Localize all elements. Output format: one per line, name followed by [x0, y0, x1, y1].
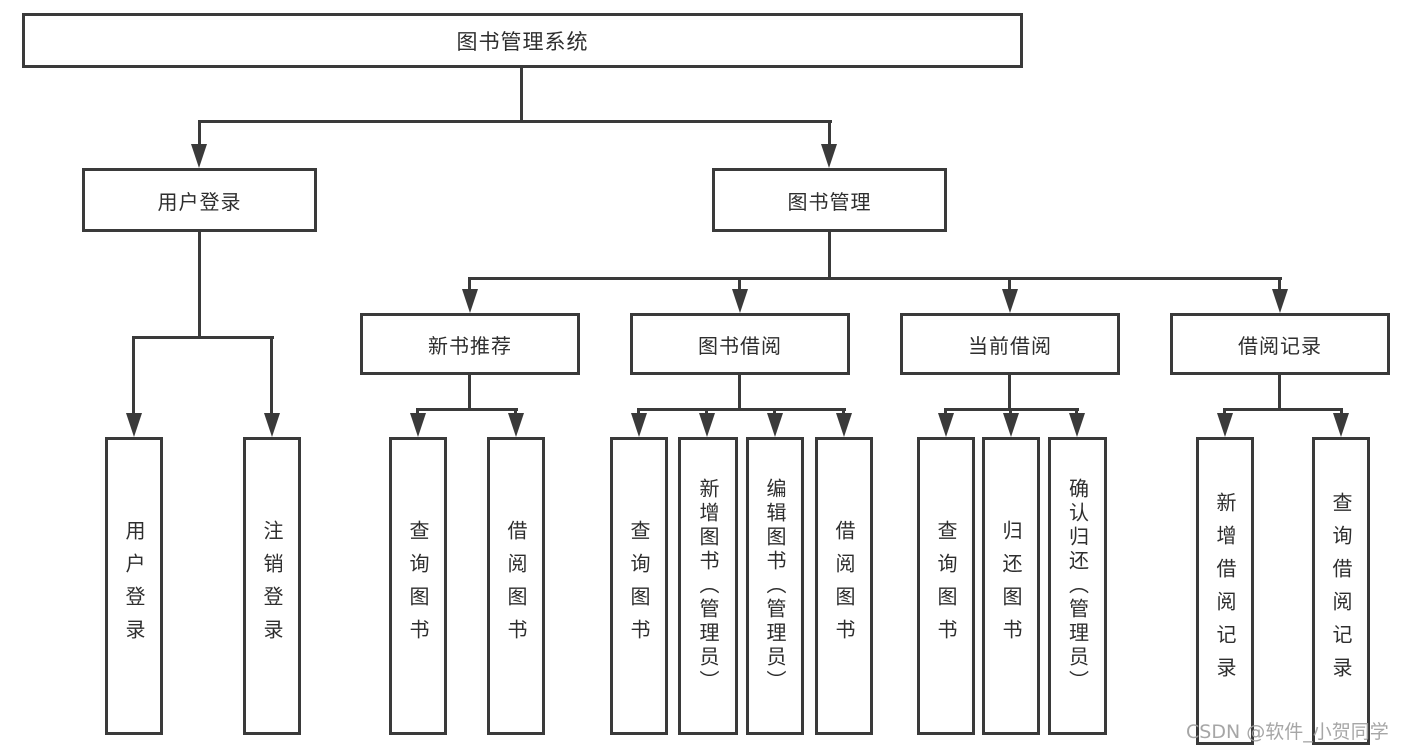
leaf-query-books: 查询图书 [389, 437, 447, 735]
arrow-down-icon [126, 413, 142, 437]
leaf-borrow-books: 借阅图书 [487, 437, 545, 735]
node-label: 新书推荐 [428, 333, 512, 358]
leaf-label: 归还图书 [999, 520, 1023, 652]
connector-group-drop [1278, 375, 1281, 411]
connector-group-bus [416, 408, 518, 411]
csdn-watermark: CSDN @软件_小贺同学 [1186, 721, 1389, 743]
node-label: 图书管理系统 [456, 29, 589, 54]
connector-stem [1075, 408, 1078, 417]
connector-group-bus [1223, 408, 1343, 411]
leaf-add-books-admin: 新增图书（管理员） [678, 437, 738, 735]
arrow-down-icon [938, 413, 954, 437]
connector-book-mgmt-drop [828, 232, 831, 280]
connector-stem [1009, 408, 1012, 417]
arrow-down-icon [191, 144, 207, 168]
arrow-down-icon [264, 413, 280, 437]
connector-stem [944, 408, 947, 417]
arrow-down-icon [699, 413, 715, 437]
connector-stem [773, 408, 776, 417]
leaf-return-books: 归还图书 [982, 437, 1040, 735]
connector-stem [828, 120, 831, 148]
node-label: 当前借阅 [968, 333, 1052, 358]
connector-stem [514, 408, 517, 417]
node-borrow-records: 借阅记录 [1170, 313, 1390, 375]
node-label: 图书借阅 [698, 333, 782, 358]
leaf-label: 查询图书 [627, 520, 651, 652]
connector-stem [705, 408, 708, 417]
node-user-login: 用户登录 [82, 168, 317, 232]
leaf-label: 借阅图书 [832, 520, 856, 652]
arrow-down-icon [1069, 413, 1085, 437]
connector-stem [270, 336, 273, 415]
arrow-down-icon [631, 413, 647, 437]
arrow-down-icon [732, 289, 748, 313]
arrow-down-icon [767, 413, 783, 437]
leaf-borrow-books: 借阅图书 [815, 437, 873, 735]
connector-stem [738, 277, 741, 293]
arrow-down-icon [1003, 413, 1019, 437]
arrow-down-icon [821, 144, 837, 168]
leaf-confirm-return-admin: 确认归还（管理员） [1048, 437, 1107, 735]
leaf-query-books: 查询图书 [917, 437, 975, 735]
leaf-label: 借阅图书 [504, 520, 528, 652]
leaf-label: 用户登录 [122, 520, 146, 652]
leaf-add-borrow-record: 新增借阅记录 [1196, 437, 1254, 745]
connector-stem [132, 336, 135, 415]
leaf-query-borrow-record: 查询借阅记录 [1312, 437, 1370, 745]
node-label: 借阅记录 [1238, 333, 1322, 358]
node-current-borrow: 当前借阅 [900, 313, 1120, 375]
arrow-down-icon [1217, 413, 1233, 437]
node-book-borrow: 图书借阅 [630, 313, 850, 375]
leaf-query-books: 查询图书 [610, 437, 668, 735]
leaf-label: 查询图书 [934, 520, 958, 652]
node-new-book-recommend: 新书推荐 [360, 313, 580, 375]
arrow-down-icon [1272, 289, 1288, 313]
leaf-logout: 注销登录 [243, 437, 301, 735]
connector-group-drop [468, 375, 471, 411]
leaf-label: 确认归还（管理员） [1065, 478, 1090, 694]
connector-stem [198, 120, 201, 148]
connector-stem [1278, 277, 1281, 293]
connector-group-drop [1008, 375, 1011, 411]
connector-stem [1008, 277, 1011, 293]
arrow-down-icon [1002, 289, 1018, 313]
leaf-label: 查询借阅记录 [1329, 492, 1353, 690]
arrow-down-icon [836, 413, 852, 437]
connector-stem [637, 408, 640, 417]
leaf-user-login: 用户登录 [105, 437, 163, 735]
node-book-management: 图书管理 [712, 168, 947, 232]
leaf-label: 编辑图书（管理员） [763, 478, 787, 694]
connector-stem [468, 277, 471, 293]
arrow-down-icon [410, 413, 426, 437]
node-label: 用户登录 [157, 189, 242, 214]
connector-level2-bus [198, 120, 832, 123]
connector-stem [416, 408, 419, 417]
leaf-label: 查询图书 [406, 520, 430, 652]
arrow-down-icon [1333, 413, 1349, 437]
leaf-label: 新增图书（管理员） [696, 478, 720, 694]
node-library-system: 图书管理系统 [22, 13, 1023, 68]
leaf-label: 注销登录 [260, 520, 284, 652]
connector-stem [1340, 408, 1343, 417]
connector-stem [1223, 408, 1226, 417]
node-label: 图书管理 [787, 189, 872, 214]
connector-stem [842, 408, 845, 417]
connector-level3-bus [468, 277, 1282, 280]
connector-user-login-drop [198, 232, 201, 339]
connector-user-login-bus [132, 336, 274, 339]
arrow-down-icon [508, 413, 524, 437]
connector-group-bus [637, 408, 846, 411]
leaf-label: 新增借阅记录 [1213, 492, 1237, 690]
connector-root-drop [520, 68, 523, 122]
connector-group-drop [738, 375, 741, 411]
leaf-edit-books-admin: 编辑图书（管理员） [746, 437, 804, 735]
arrow-down-icon [462, 289, 478, 313]
